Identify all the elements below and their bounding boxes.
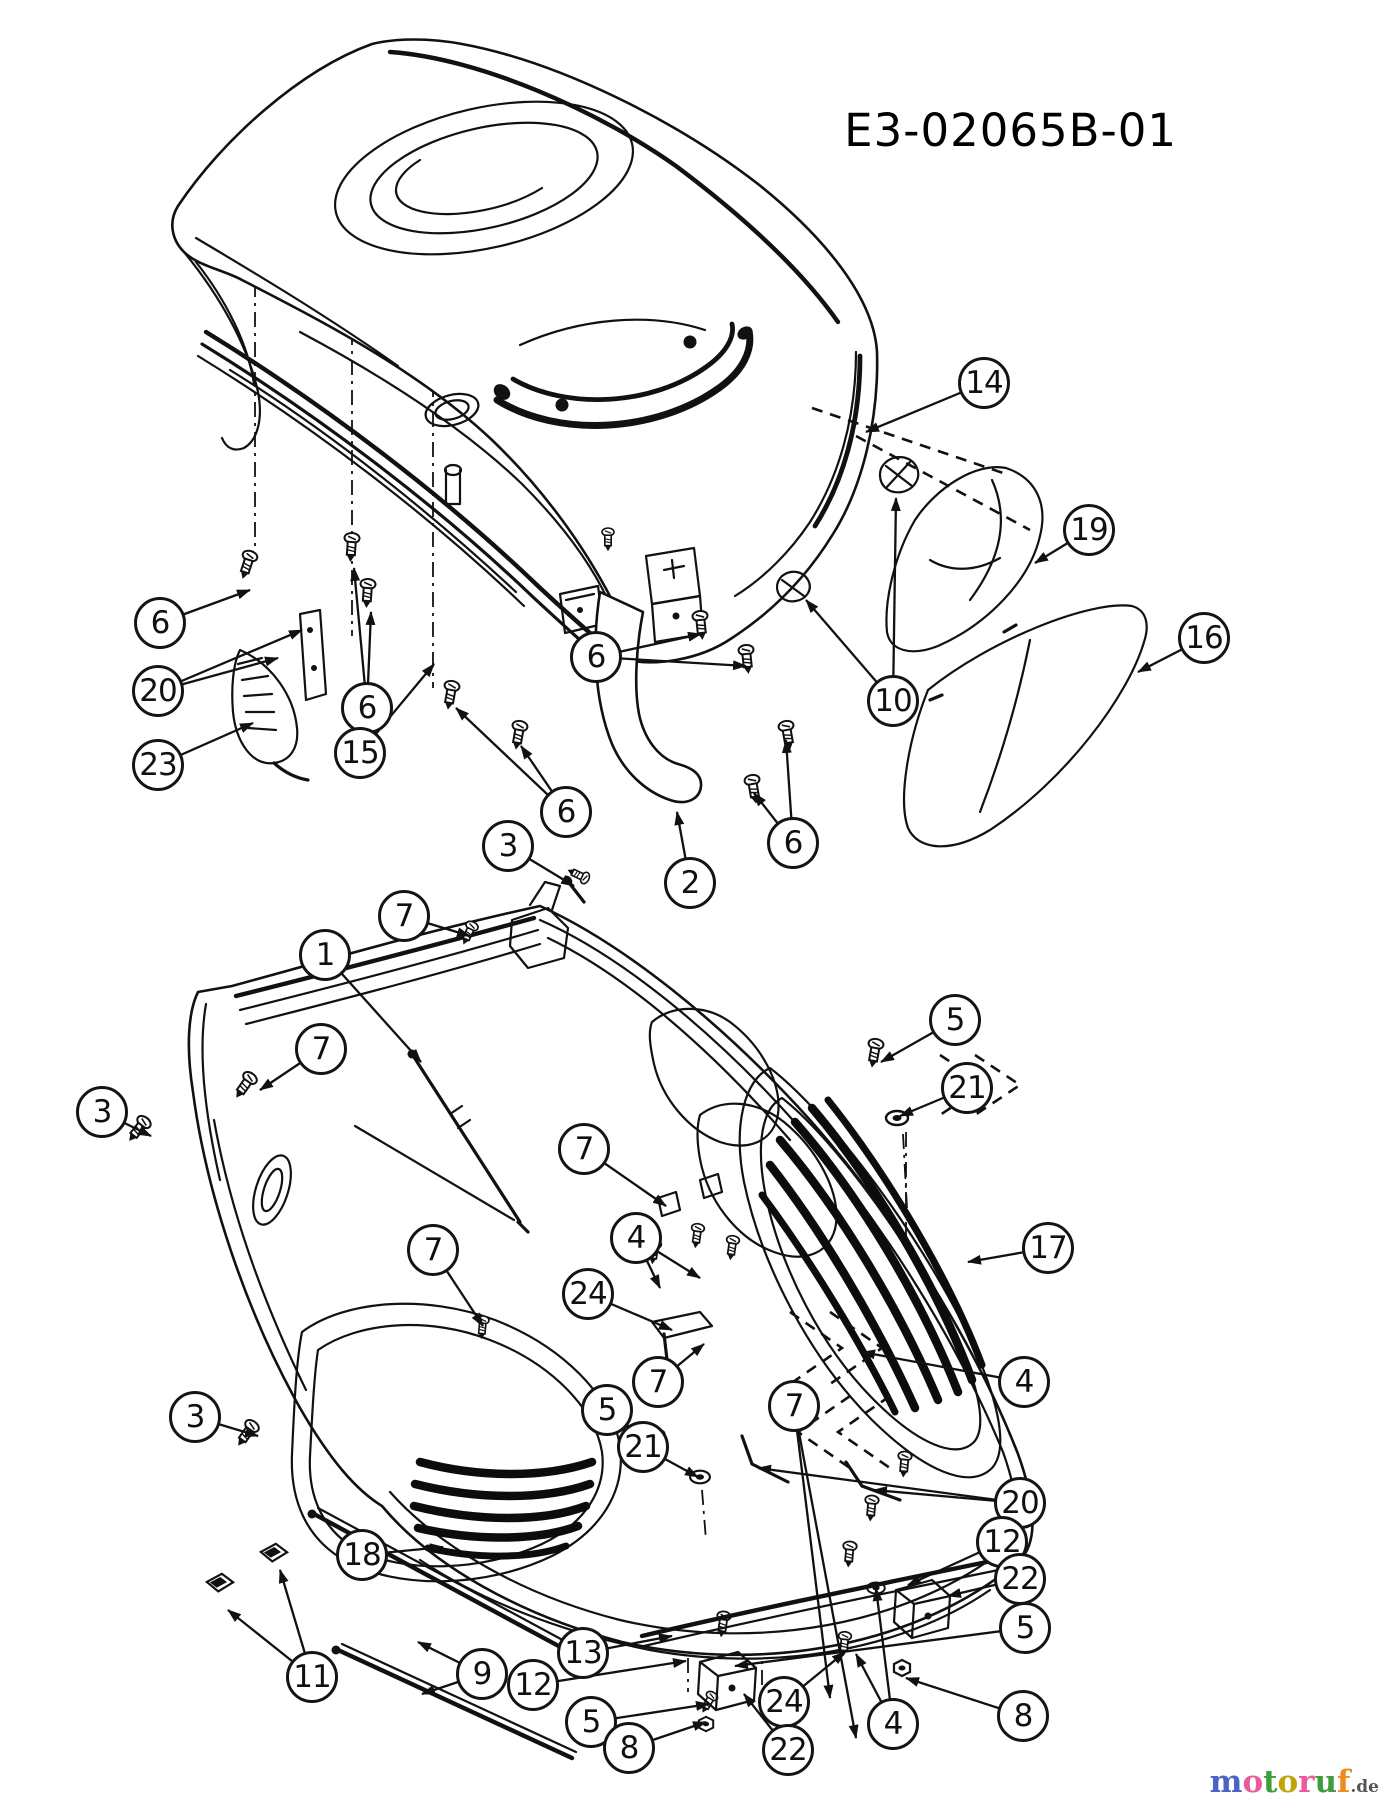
latch-knob (775, 570, 811, 603)
callout-9: 9 (456, 1648, 508, 1700)
callout-24: 24 (562, 1268, 614, 1320)
callout-4: 4 (998, 1356, 1050, 1408)
callout-3: 3 (482, 820, 534, 872)
callout-4: 4 (867, 1698, 919, 1750)
callout-4: 4 (610, 1212, 662, 1264)
callout-10: 10 (867, 675, 919, 727)
callout-8: 8 (997, 1690, 1049, 1742)
logo-letter: t (1263, 1764, 1278, 1800)
logo-domain-suffix: .de (1350, 1777, 1379, 1797)
callout-23: 23 (132, 739, 184, 791)
callout-6: 6 (767, 817, 819, 869)
support-arm-2 (594, 590, 703, 804)
callout-5: 5 (929, 994, 981, 1046)
callout-6: 6 (540, 786, 592, 838)
callout-11: 11 (286, 1651, 338, 1703)
air-intake-rings (333, 100, 635, 256)
logo-letter: o (1242, 1764, 1264, 1800)
callout-13: 13 (557, 1627, 609, 1679)
callout-7: 7 (632, 1356, 684, 1408)
callout-7: 7 (295, 1023, 347, 1075)
callout-19: 19 (1063, 504, 1115, 556)
callout-3: 3 (169, 1391, 221, 1443)
right-grille (738, 1066, 1002, 1479)
side-trim-strips (196, 329, 619, 664)
logo-wordmark: motoruf (1210, 1764, 1351, 1800)
ribbed-strip-23 (231, 648, 310, 782)
callout-15: 15 (334, 727, 386, 779)
callout-7: 7 (378, 890, 430, 942)
callout-18: 18 (336, 1529, 388, 1581)
callout-17: 17 (1022, 1222, 1074, 1274)
left-grille-18 (290, 1302, 622, 1583)
callout-12: 12 (507, 1659, 559, 1711)
callout-5: 5 (999, 1602, 1051, 1654)
logo: motoruf.de (1210, 1767, 1379, 1798)
callout-2: 2 (664, 857, 716, 909)
callout-1: 1 (299, 929, 351, 981)
callout-3: 3 (76, 1086, 128, 1138)
callout-6: 6 (570, 631, 622, 683)
callout-24: 24 (758, 1676, 810, 1728)
visor-panel-19 (811, 406, 1044, 653)
windshield-panel-16 (903, 604, 1148, 848)
callout-20: 20 (132, 665, 184, 717)
logo-letter: u (1314, 1764, 1338, 1800)
drawing-number: E3-02065B-01 (844, 104, 1177, 157)
callout-7: 7 (558, 1123, 610, 1175)
callout-6: 6 (341, 682, 393, 734)
logo-letter: m (1209, 1764, 1243, 1800)
logo-letter: r (1298, 1764, 1315, 1800)
mount-bracket-right (892, 1578, 952, 1640)
upper-hood-assembly (171, 38, 1148, 886)
logo-letter: o (1277, 1764, 1299, 1800)
callout-14: 14 (958, 357, 1010, 409)
callout-8: 8 (603, 1722, 655, 1774)
callout-22: 22 (994, 1553, 1046, 1605)
callout-7: 7 (407, 1224, 459, 1276)
callout-6: 6 (134, 597, 186, 649)
callout-7: 7 (768, 1380, 820, 1432)
callout-21: 21 (617, 1421, 669, 1473)
bracket-strip-20 (298, 608, 328, 702)
front-opening-trim (493, 318, 754, 429)
logo-letter: f (1337, 1764, 1351, 1800)
callout-21: 21 (941, 1062, 993, 1114)
callout-5: 5 (565, 1696, 617, 1748)
callout-22: 22 (762, 1724, 814, 1776)
latch-knob (878, 456, 920, 494)
callout-16: 16 (1178, 612, 1230, 664)
